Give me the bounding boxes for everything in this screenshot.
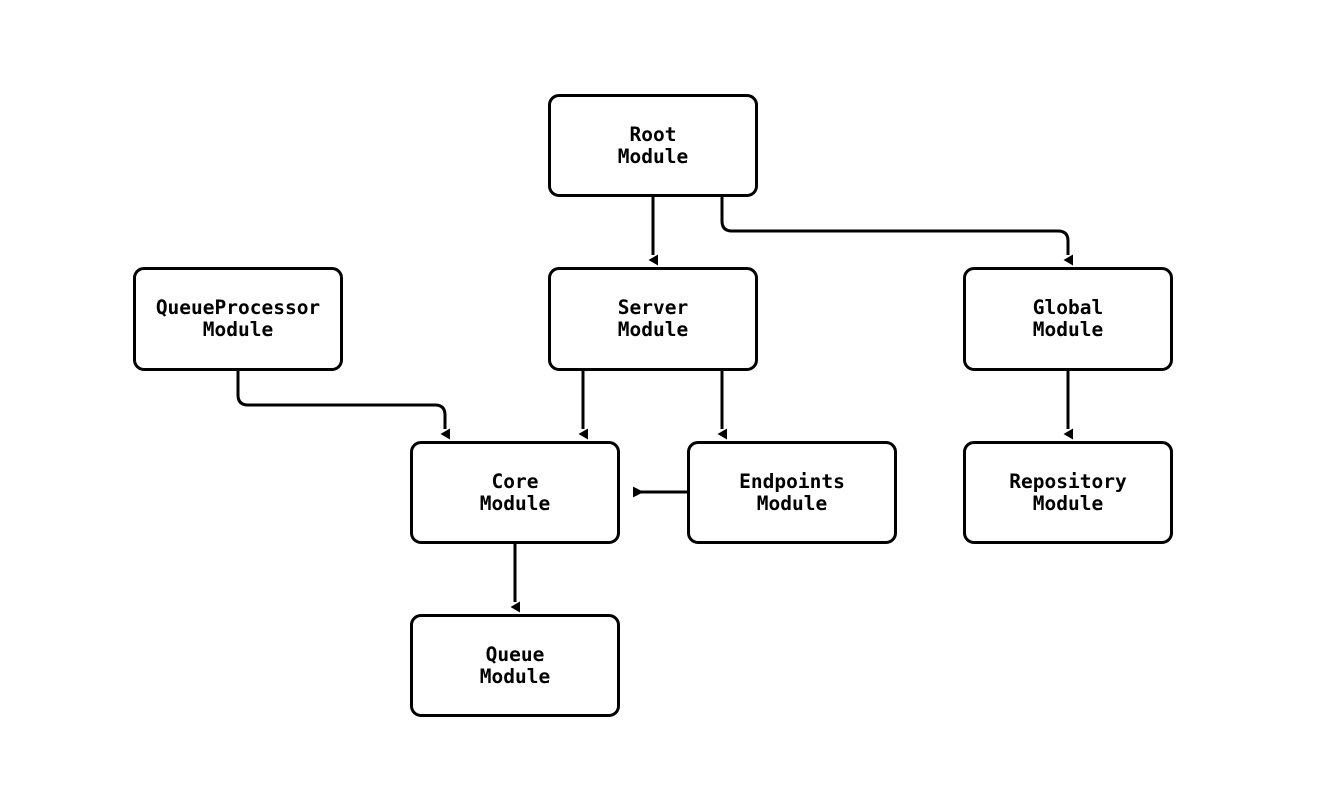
node-server-module-line2: Module: [617, 318, 689, 341]
edge-root-to-global: [720, 197, 1073, 266]
node-core-module-line2: Module: [479, 491, 551, 515]
node-global-module-line2: Module: [1032, 318, 1104, 341]
edge-queueprocessor-to-core: [236, 371, 450, 440]
node-repository-module-line2: Module: [1032, 491, 1104, 515]
node-endpoints-module-line1: Endpoints: [739, 469, 845, 493]
node-server-module[interactable]: Server Module: [548, 267, 758, 371]
node-queue-module-line2: Module: [479, 664, 551, 688]
node-root-module[interactable]: Root Module: [548, 94, 758, 197]
node-core-module-line1: Core: [491, 469, 539, 493]
node-repository-module-line1: Repository: [1009, 469, 1127, 493]
node-server-module-line1: Server: [617, 296, 689, 319]
node-queue-module-line1: Queue: [485, 642, 545, 666]
node-root-module-line2: Module: [617, 144, 689, 168]
node-core-module[interactable]: Core Module: [410, 441, 620, 544]
node-root-module-line1: Root: [629, 122, 677, 146]
node-queueprocessor-module-line2: Module: [202, 318, 274, 341]
node-repository-module[interactable]: Repository Module: [963, 441, 1173, 544]
node-queueprocessor-module[interactable]: QueueProcessor Module: [133, 267, 343, 371]
node-global-module[interactable]: Global Module: [963, 267, 1173, 371]
node-queue-module[interactable]: Queue Module: [410, 614, 620, 717]
node-endpoints-module[interactable]: Endpoints Module: [687, 441, 897, 544]
node-queueprocessor-module-line1: QueueProcessor: [155, 296, 321, 319]
node-endpoints-module-line2: Module: [756, 491, 828, 515]
node-global-module-line1: Global: [1032, 296, 1104, 319]
